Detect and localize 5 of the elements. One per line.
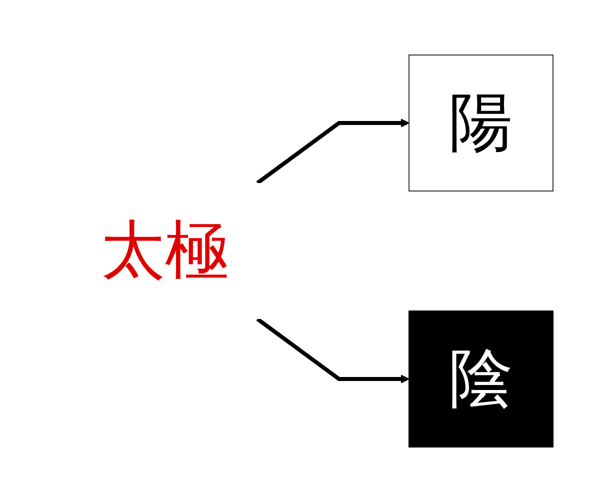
arrow — [256, 118, 410, 184]
arrow — [256, 316, 410, 383]
node-box: 陽 — [408, 54, 554, 191]
node-box: 陰 — [408, 310, 554, 447]
node-text: 太極 — [101, 214, 229, 288]
